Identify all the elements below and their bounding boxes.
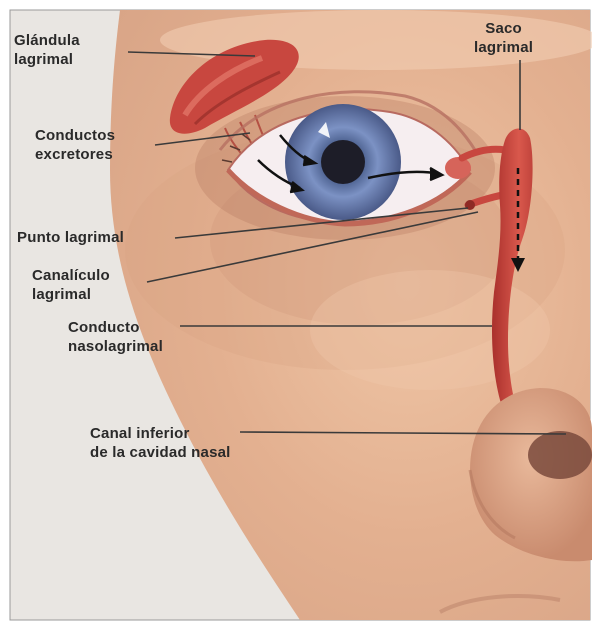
label-punto-lagrimal: Punto lagrimal (17, 228, 124, 247)
label-canaliculo-lagrimal: Canalículo lagrimal (32, 266, 110, 304)
label-conducto-nasolagrimal: Conducto nasolagrimal (68, 318, 163, 356)
label-canal-inferior: Canal inferior de la cavidad nasal (90, 424, 231, 462)
label-conductos-excretores: Conductos excretores (35, 126, 115, 164)
label-saco-lagrimal: Saco lagrimal (474, 19, 533, 57)
label-glandula-lagrimal: Glándula lagrimal (14, 31, 80, 69)
